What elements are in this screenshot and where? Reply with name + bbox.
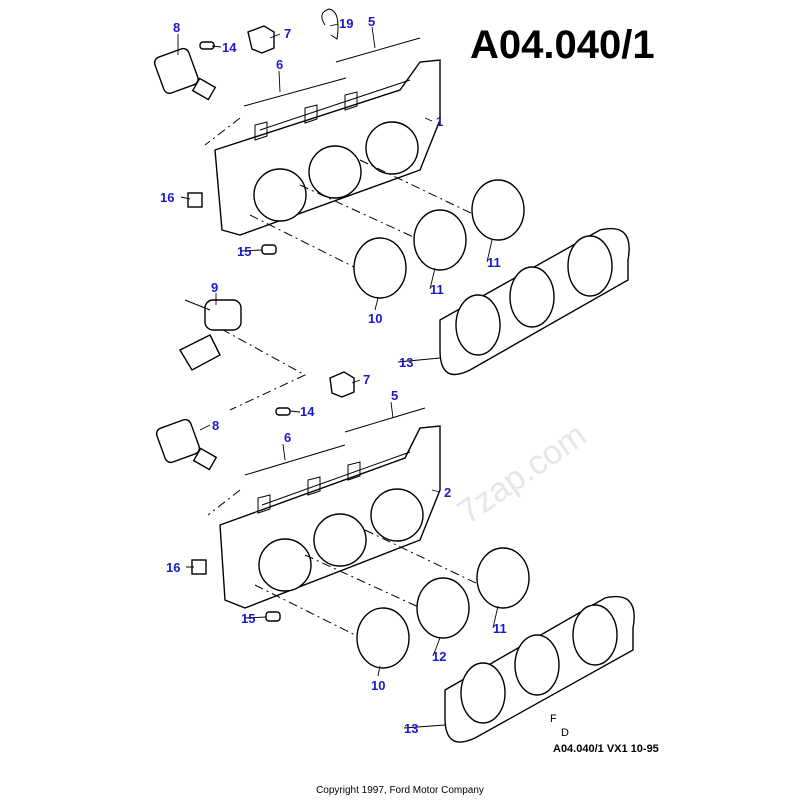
- knob-12: [416, 577, 470, 639]
- blower-switch-part: [155, 418, 218, 471]
- watermark: 7zap.com: [451, 416, 594, 532]
- diagram-title: A04.040/1: [470, 23, 655, 67]
- copyright: Copyright 1997, Ford Motor Company: [316, 785, 484, 796]
- cable-5: [335, 37, 421, 63]
- top-assembly: 8 14 7 19 5 6 1 16 15 11 11 10 13 9: [153, 8, 630, 411]
- cable-6: [244, 444, 346, 476]
- callout-7: 7: [363, 372, 370, 387]
- orientation-mark-d: D: [561, 727, 569, 739]
- clip-16: [191, 559, 207, 575]
- callout-15: 15: [241, 611, 255, 626]
- callout-15: 15: [237, 244, 251, 259]
- bottom-assembly: 7 5 14 8 6 2 16 15 11 12 10 13: [155, 371, 635, 743]
- callout-5: 5: [391, 388, 398, 403]
- callout-1: 1: [436, 114, 443, 129]
- temperature-valve-part-9: [179, 299, 242, 371]
- callout-8: 8: [173, 20, 180, 35]
- callout-14: 14: [300, 404, 315, 419]
- callout-5: 5: [368, 14, 375, 29]
- callout-16: 16: [166, 560, 180, 575]
- screw-15: [265, 611, 281, 622]
- screw-15: [261, 244, 277, 255]
- callout-8: 8: [212, 418, 219, 433]
- knob-11a: [413, 209, 467, 271]
- knob-10: [353, 237, 407, 299]
- cable-5: [344, 407, 426, 433]
- callout-12: 12: [432, 649, 446, 664]
- callout-11: 11: [430, 282, 444, 297]
- callout-6: 6: [284, 430, 291, 445]
- callout-7: 7: [284, 26, 291, 41]
- callout-11: 11: [487, 255, 501, 270]
- callout-19: 19: [339, 16, 353, 31]
- clip-part: [329, 371, 355, 398]
- cable-6: [243, 77, 347, 107]
- cable-tie-part: [321, 8, 339, 40]
- orientation-mark-f: F: [550, 713, 557, 725]
- callout-14: 14: [222, 40, 237, 55]
- knob-11b: [471, 179, 525, 241]
- blower-switch-part: [153, 47, 217, 101]
- callout-9: 9: [211, 280, 218, 295]
- callout-13: 13: [399, 355, 413, 370]
- callout-13: 13: [404, 721, 418, 736]
- callout-10: 10: [371, 678, 385, 693]
- callout-10: 10: [368, 311, 382, 326]
- callout-6: 6: [276, 57, 283, 72]
- callout-2: 2: [444, 485, 451, 500]
- clip-16: [187, 192, 203, 208]
- bulb-part: [275, 407, 291, 416]
- knob-11: [476, 547, 530, 609]
- callout-11: 11: [493, 621, 507, 636]
- footer-code: A04.040/1 VX1 10-95: [553, 743, 659, 755]
- callout-16: 16: [160, 190, 174, 205]
- clip-part: [247, 25, 275, 54]
- bulb-part: [199, 41, 215, 50]
- knob-10: [356, 607, 410, 669]
